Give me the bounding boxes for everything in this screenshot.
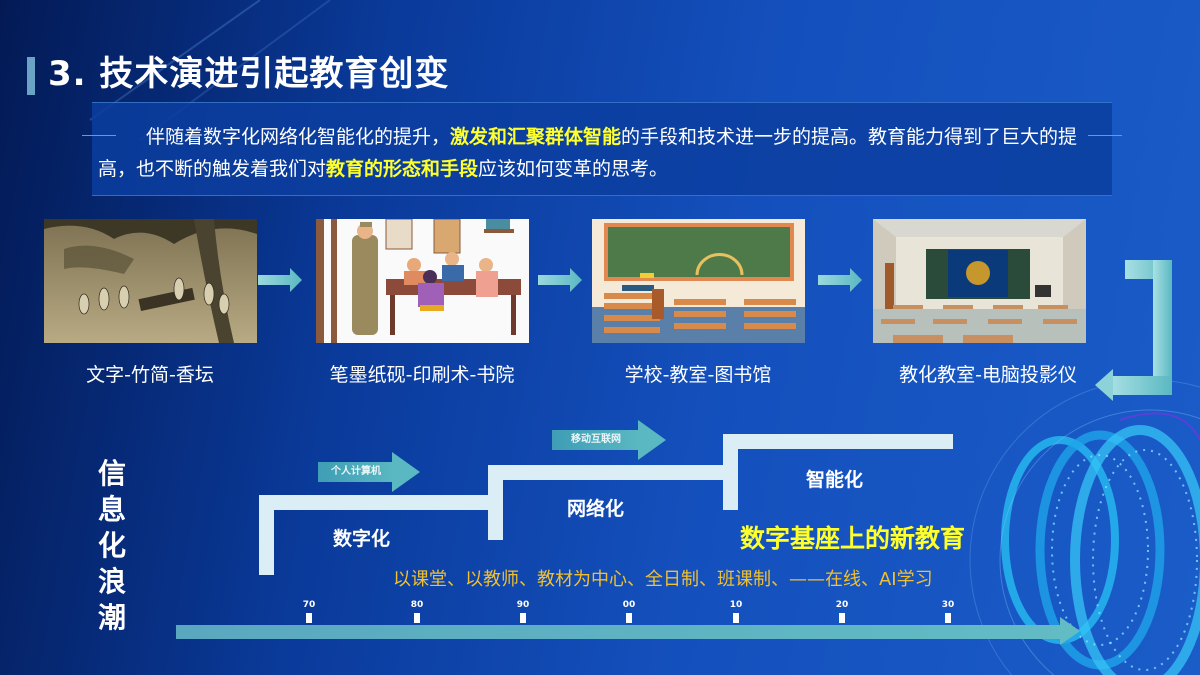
timeline-arrow <box>176 617 1080 645</box>
intro-box: 伴随着数字化网络化智能化的提升，激发和汇聚群体智能的手段和技术进一步的提高。教育… <box>82 102 1122 196</box>
page-title: 3. 技术演进引起教育创变 <box>48 54 450 94</box>
new-education-headline: 数字基座上的新教育 <box>740 524 966 553</box>
right-arrow-icon <box>258 268 302 292</box>
wave-title-char: 潮 <box>97 601 126 634</box>
intro-text-3: 应该如何变革的思考。 <box>478 158 669 180</box>
step-label-intelligent: 智能化 <box>806 469 864 491</box>
intro-text-2: 的手段和技术进一步的提高。教育能力得到了巨大的提高，也不断的触发着我们对 <box>98 126 1078 180</box>
wave-title-char: 浪 <box>97 565 126 598</box>
title-accent-bar <box>27 57 35 95</box>
stage-caption-1: 文字-竹简-香坛 <box>86 364 214 386</box>
education-subline: 以课堂、以教师、教材为中心、全日制、班课制、——在线、AI学习 <box>393 569 933 590</box>
timeline-tick-label: 10 <box>729 600 743 610</box>
intro-paragraph: 伴随着数字化网络化智能化的提升，激发和汇聚群体智能的手段和技术进一步的提高。教育… <box>98 121 1108 185</box>
timeline-tick-label: 20 <box>835 600 849 610</box>
deco-line-right <box>1088 135 1122 136</box>
intro-text-1: 伴随着数字化网络化智能化的提升， <box>146 126 451 148</box>
intro-highlight-1: 激发和汇聚群体智能 <box>450 126 622 148</box>
timeline-tick <box>945 613 951 623</box>
ancient-painting-image <box>44 219 257 343</box>
stage-caption-4: 教化教室-电脑投影仪 <box>899 364 1077 386</box>
right-arrow-icon <box>818 268 862 292</box>
tag-arrow-mobile: 移动互联网 <box>552 420 667 460</box>
timeline-tick <box>306 613 312 623</box>
arrow-head-icon <box>392 452 420 492</box>
timeline-tick <box>626 613 632 623</box>
arrow-head-icon <box>638 420 666 460</box>
timeline-tick <box>414 613 420 623</box>
step-label-digital: 数字化 <box>333 528 391 550</box>
timeline-tick-label: 00 <box>622 600 636 610</box>
stage-caption-3: 学校-教室-图书馆 <box>624 364 772 386</box>
deco-line-left <box>82 135 116 136</box>
timeline-tick <box>733 613 739 623</box>
intro-highlight-2: 教育的形态和手段 <box>326 158 479 180</box>
return-arrow-icon <box>1095 260 1172 401</box>
timeline-tick-label: 70 <box>302 600 316 610</box>
wave-title-char: 息 <box>97 493 126 526</box>
wave-title: 信 息 化 浪 潮 <box>92 456 132 636</box>
timeline-tick <box>520 613 526 623</box>
school-classroom-image <box>592 219 805 343</box>
tag-mobile-label: 移动互联网 <box>552 430 640 450</box>
timeline-tick <box>839 613 845 623</box>
traditional-classroom-image <box>316 219 529 343</box>
tag-pc-label: 个人计算机 <box>318 462 394 482</box>
step-label-network: 网络化 <box>567 498 625 520</box>
stage-caption-2: 笔墨纸砚-印刷术-书院 <box>329 364 515 386</box>
tag-arrow-pc: 个人计算机 <box>318 452 420 492</box>
timeline-tick-label: 80 <box>410 600 424 610</box>
timeline-tick-label: 90 <box>516 600 530 610</box>
wave-title-char: 化 <box>97 529 126 562</box>
modern-classroom-image <box>873 219 1086 343</box>
right-arrow-icon <box>538 268 582 292</box>
timeline-tick-label: 30 <box>941 600 955 610</box>
wave-title-char: 信 <box>97 457 126 490</box>
